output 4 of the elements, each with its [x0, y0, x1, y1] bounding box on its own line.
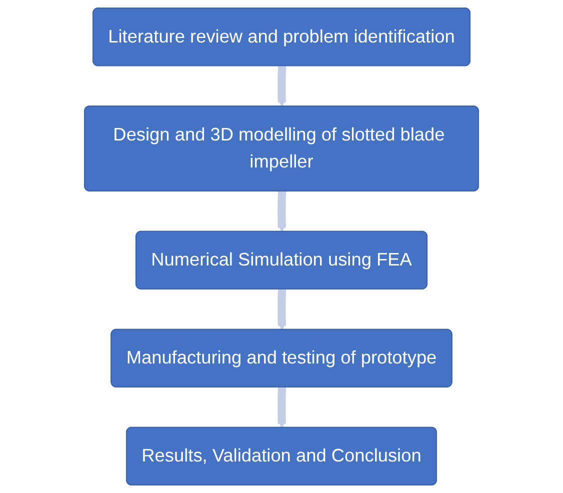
- arrow: [277, 190, 286, 232]
- arrow: [277, 386, 286, 428]
- arrow: [277, 288, 286, 330]
- arrow: [277, 65, 286, 107]
